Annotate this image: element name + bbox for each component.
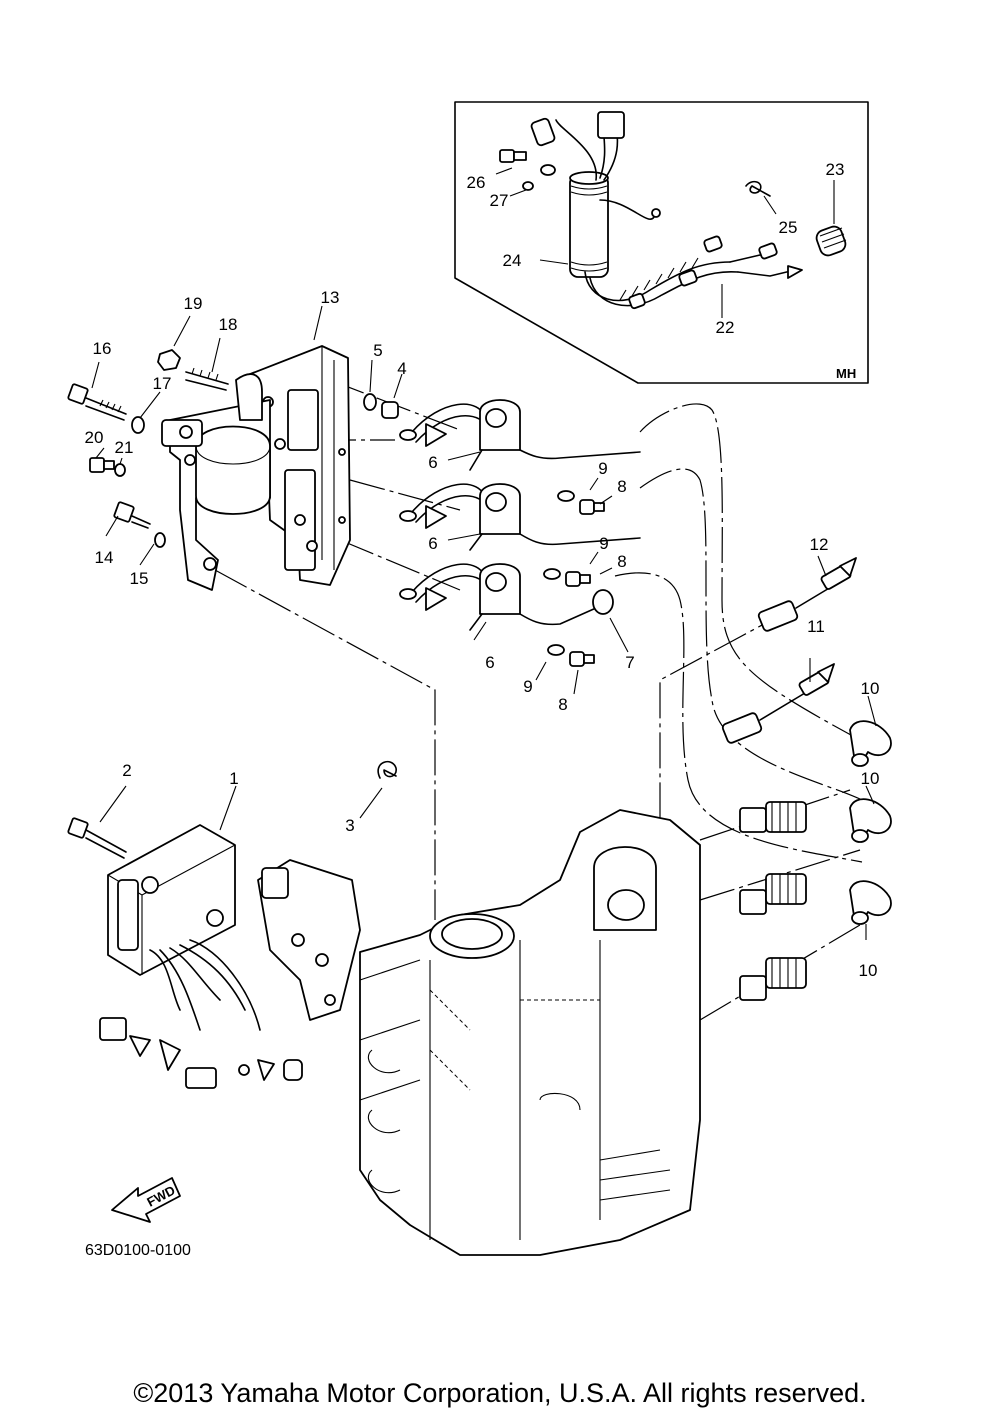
- inset-frame: [454, 101, 869, 384]
- label-19: 19: [184, 294, 203, 313]
- wire-harness-22: [530, 111, 803, 310]
- label-1: 1: [229, 769, 238, 788]
- label-5: 5: [373, 341, 382, 360]
- label-10-top: 10: [861, 679, 880, 698]
- bracket-fasteners: [67, 305, 403, 566]
- label-24: 24: [503, 251, 522, 270]
- label-10-bottom: 10: [859, 961, 878, 980]
- plug-cap-10-middle: [849, 798, 892, 843]
- label-8-middle: 8: [617, 552, 626, 571]
- label-3: 3: [345, 816, 354, 835]
- washer-27: [522, 181, 534, 191]
- label-10-middle: 10: [861, 769, 880, 788]
- label-27: 27: [490, 191, 509, 210]
- label-20: 20: [85, 428, 104, 447]
- label-8-bottom: 8: [558, 695, 567, 714]
- label-26: 26: [467, 173, 486, 192]
- clip-25: [745, 180, 771, 197]
- cdi-unit-1: [67, 785, 303, 1089]
- label-11: 11: [807, 617, 825, 636]
- label-9-bottom: 9: [523, 677, 532, 696]
- coil-fasteners: [447, 451, 629, 695]
- label-15: 15: [130, 569, 149, 588]
- plug-cap-10-top: [849, 720, 892, 767]
- spark-plug-wire-12: [757, 555, 857, 632]
- label-21: 21: [115, 438, 134, 457]
- label-13: 13: [321, 288, 340, 307]
- callout-labels: 1 2 3 4 5 6 6 6 7 8 8 8 9 9 9 10 10 10 1…: [85, 160, 880, 980]
- spark-plug-3: [739, 957, 807, 1001]
- label-18: 18: [219, 315, 238, 334]
- inset-tag: MH: [836, 366, 856, 381]
- ignition-coil-6-bottom: [399, 563, 614, 631]
- label-22: 22: [716, 318, 735, 337]
- label-12: 12: [810, 535, 829, 554]
- fwd-arrow: FWD: [111, 1177, 181, 1223]
- label-8-top: 8: [617, 477, 626, 496]
- copyright-notice: ©2013 Yamaha Motor Corporation, U.S.A. A…: [133, 1378, 867, 1408]
- label-6-top: 6: [428, 453, 437, 472]
- label-9-middle: 9: [599, 534, 608, 553]
- label-25: 25: [779, 218, 798, 237]
- diagram-code: 63D0100-0100: [85, 1242, 191, 1259]
- clip-3: [377, 760, 397, 779]
- pulser-coil-24: [569, 171, 609, 278]
- mh-inset: MH: [454, 101, 869, 384]
- spark-plug-1: [739, 801, 807, 833]
- label-16: 16: [93, 339, 112, 358]
- plug-cap-10-bottom: [849, 880, 892, 925]
- engine-block: [359, 809, 701, 1256]
- grommet-23: [815, 225, 847, 257]
- ignition-coil-6-middle: [399, 483, 641, 551]
- mounting-bracket: [257, 859, 361, 1021]
- label-6-bottom: 6: [485, 653, 494, 672]
- label-2: 2: [122, 761, 131, 780]
- label-9-top: 9: [598, 459, 607, 478]
- label-23: 23: [826, 160, 845, 179]
- spark-plug-2: [739, 873, 807, 915]
- bolt-26: [499, 149, 527, 163]
- label-4: 4: [397, 359, 406, 378]
- label-7: 7: [625, 653, 634, 672]
- ignition-coil-6-top: [399, 399, 641, 471]
- coil-holder: [161, 373, 271, 591]
- spark-plug-wire-11: [721, 658, 835, 744]
- label-6-middle: 6: [428, 534, 437, 553]
- label-17: 17: [153, 374, 172, 393]
- label-14: 14: [95, 548, 114, 567]
